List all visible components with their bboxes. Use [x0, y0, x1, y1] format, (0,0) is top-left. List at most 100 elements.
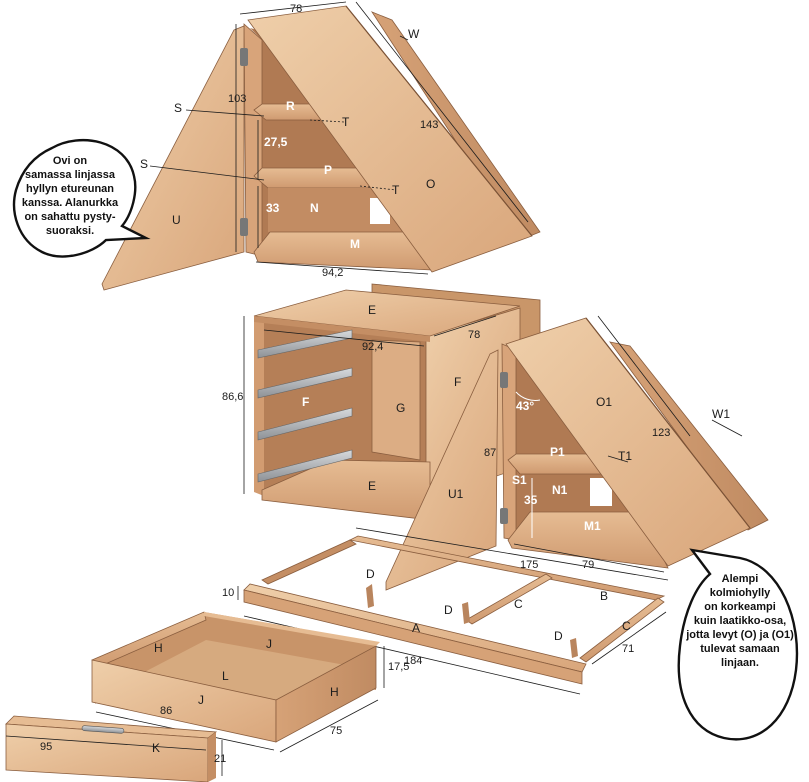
- upper-shelf-unit: [101, 5, 541, 291]
- angle-arc: [515, 391, 541, 401]
- drawer-side-h-right: [275, 645, 377, 743]
- frame-c-mid: [465, 573, 553, 625]
- label-c-right: C: [622, 619, 631, 633]
- dim-drawer-width: 86: [160, 705, 172, 717]
- label-f-left: F: [302, 395, 309, 409]
- label-n1: N1: [552, 483, 568, 497]
- dim-cabinet-height: 86,6: [222, 391, 243, 403]
- right-callout-line: kuin laatikko-osa,: [694, 615, 786, 627]
- label-d-1: D: [366, 567, 375, 581]
- frame-back-side: [261, 539, 357, 585]
- dim-side2-length: 123: [652, 427, 670, 439]
- right-callout-line: tulevat samaan: [700, 643, 780, 655]
- dim-lower-width: 79: [582, 559, 594, 571]
- dim-frame-depth: 175: [520, 559, 538, 571]
- hinge: [240, 48, 248, 66]
- lower-dimension-lines: [355, 315, 743, 581]
- label-c-mid: C: [514, 597, 523, 611]
- dim-gap2: 35: [524, 493, 538, 507]
- lower-shelf-unit: [385, 317, 769, 591]
- drawer-front: [5, 715, 218, 782]
- label-h-right: H: [330, 685, 339, 699]
- label-j-back: J: [266, 637, 272, 651]
- label-k: K: [152, 741, 160, 755]
- label-m: M: [350, 237, 360, 251]
- label-m1: M1: [584, 519, 601, 533]
- left-callout-line: hyllyn etureunan: [26, 183, 114, 195]
- label-p1: P1: [550, 445, 565, 459]
- frame-d1: [366, 584, 374, 608]
- dim-side-length: 143: [420, 119, 438, 131]
- label-p: P: [324, 163, 332, 177]
- label-l: L: [222, 669, 229, 683]
- label-n: N: [310, 201, 319, 215]
- door-u: [101, 25, 245, 291]
- panel-f-left: [254, 318, 264, 496]
- label-t1: T1: [618, 449, 632, 463]
- frame-d2: [462, 602, 470, 624]
- dim-frame-height: 10: [222, 587, 234, 599]
- dim-frame-side: 71: [622, 643, 634, 655]
- label-b: B: [600, 589, 608, 603]
- panel-g: [371, 339, 421, 461]
- base-frame: [243, 535, 666, 685]
- dimension-labels: 78 103 27,5 33 94,2 143 86,6 92,4 78 43°…: [40, 3, 670, 765]
- dim-frame-length: 184: [404, 655, 422, 667]
- cabinet-dimension-lines: [243, 315, 497, 494]
- label-f-right: F: [454, 375, 461, 389]
- dim-top-width: 78: [290, 3, 302, 15]
- label-u1: U1: [448, 487, 464, 501]
- dim-door-height: 103: [228, 93, 246, 105]
- label-d-2: D: [444, 603, 453, 617]
- hinge: [500, 508, 508, 524]
- label-e-top: E: [368, 303, 376, 317]
- label-s-upper: S: [174, 101, 182, 115]
- door-u1: [385, 349, 499, 591]
- hinge: [240, 218, 248, 236]
- dim-cabinet-depth: 78: [468, 329, 480, 341]
- label-s-lower: S: [140, 157, 148, 171]
- upper-dimension-lines: [149, 1, 529, 275]
- hinge: [500, 372, 508, 388]
- left-callout-line: kanssa. Alanurkka: [22, 197, 119, 209]
- left-callout: [12, 139, 151, 258]
- right-callout-line: kolmiohylly: [710, 587, 771, 599]
- dim-gap-lower: 33: [266, 201, 280, 215]
- dim-drawer-height: 17,5: [388, 661, 409, 673]
- label-d-3: D: [554, 629, 563, 643]
- drawer-rails: [257, 329, 353, 483]
- left-callout-line: on sahattu pysty-: [24, 211, 115, 223]
- dim-cabinet-width: 92,4: [362, 341, 383, 353]
- right-callout-line: Alempi: [722, 573, 759, 585]
- left-callout-text: Ovi on samassa linjassa hyllyn etureunan…: [22, 155, 119, 237]
- label-j-front: J: [198, 693, 204, 707]
- right-callout-line: jotta levyt (O) ja (O1): [685, 629, 794, 641]
- dim-drawer-depth: 75: [330, 725, 342, 737]
- right-callout-line: linjaan.: [721, 657, 759, 669]
- opening-2: [590, 478, 612, 506]
- label-s1: S1: [512, 473, 527, 487]
- front-dimension-lines: [5, 735, 223, 776]
- left-callout-line: suoraksi.: [46, 225, 94, 237]
- label-t-lower: T: [392, 183, 400, 197]
- frame-b: [348, 535, 666, 601]
- dim-door2-height: 87: [484, 447, 496, 459]
- dim-front-height: 21: [214, 753, 226, 765]
- label-o1: O1: [596, 395, 612, 409]
- labels: R P N M O W U S S T T E E F F G U1 O1 W1…: [140, 27, 730, 755]
- drawer: [91, 611, 380, 743]
- label-u: U: [172, 213, 181, 227]
- label-w1: W1: [712, 407, 730, 421]
- right-callout: [677, 548, 799, 741]
- label-g: G: [396, 401, 405, 415]
- label-o: O: [426, 177, 435, 191]
- label-e-bottom: E: [368, 479, 376, 493]
- top-e-edge: [254, 316, 430, 342]
- front-k-face: [5, 723, 209, 782]
- dim-gap-upper: 27,5: [264, 135, 288, 149]
- dim-bottom-width: 94,2: [322, 267, 343, 279]
- label-a: A: [412, 621, 420, 635]
- dim-front-width: 95: [40, 741, 52, 753]
- left-callout-line: samassa linjassa: [25, 169, 116, 181]
